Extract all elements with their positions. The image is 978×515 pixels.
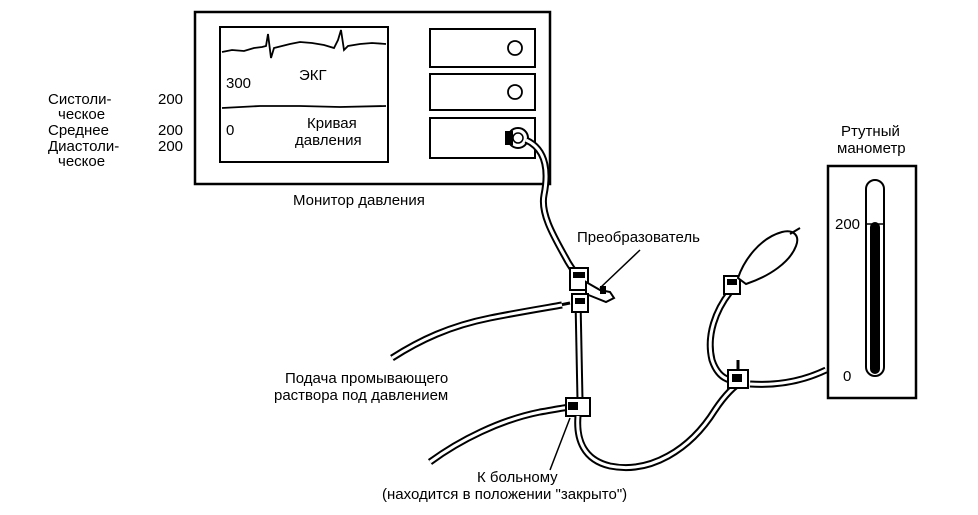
inflation-bulb-icon bbox=[736, 230, 799, 286]
ecg-label: ЭКГ bbox=[299, 67, 327, 84]
pressure-curve-label-line1: Кривая bbox=[307, 115, 357, 132]
screen-scale-top: 300 bbox=[226, 75, 251, 92]
ecg-trace bbox=[221, 29, 387, 59]
mercury-manometer: Ртутный манометр 200 0 bbox=[826, 123, 918, 400]
screen-divider bbox=[221, 105, 387, 109]
transducer-callout: Преобразователь bbox=[577, 229, 700, 246]
cable-connector-icon bbox=[505, 127, 529, 149]
diastolic-label-line1: Диастоли- bbox=[48, 138, 119, 155]
manometer-title-line1: Ртутный bbox=[841, 123, 900, 140]
module-1-knob-icon bbox=[507, 40, 523, 56]
manometer-scale-top: 200 bbox=[835, 216, 860, 233]
systolic-label-line1: Систоли- bbox=[48, 91, 112, 108]
flush-solution-line: Подача промывающего раствора под давлени… bbox=[274, 301, 563, 404]
systolic-value: 200 bbox=[158, 91, 183, 108]
pressure-curve-label-line2: давления bbox=[295, 132, 362, 149]
patient-line: К больному (находится в положении "закры… bbox=[382, 378, 744, 503]
module-2-knob-icon bbox=[507, 84, 523, 100]
pressure-readouts: Систоли- ческое 200 Среднее 200 Диастоли… bbox=[48, 91, 183, 170]
pressure-monitor: ЭКГ 300 0 Кривая давления Монитор давлен… bbox=[193, 10, 552, 209]
diastolic-value: 200 bbox=[158, 138, 183, 155]
monitor-caption: Монитор давления bbox=[293, 192, 425, 209]
manometer-scale-bottom: 0 bbox=[843, 368, 851, 385]
diastolic-label-line2: ческое bbox=[58, 153, 105, 170]
patient-callout-line1: К больному bbox=[477, 469, 558, 486]
transducer-assembly: Преобразователь bbox=[559, 229, 700, 401]
mean-value: 200 bbox=[158, 122, 183, 139]
patient-callout-line bbox=[549, 417, 571, 471]
manometer-title-line2: манометр bbox=[837, 140, 906, 157]
mercury-column bbox=[870, 222, 880, 374]
mean-label: Среднее bbox=[48, 122, 109, 139]
flush-callout-line2: раствора под давлением bbox=[274, 387, 448, 404]
screen-scale-bottom: 0 bbox=[226, 122, 234, 139]
flush-callout-line1: Подача промывающего bbox=[285, 370, 448, 387]
systolic-label-line2: ческое bbox=[58, 106, 105, 123]
bulb-assembly bbox=[706, 227, 828, 389]
patient-callout-line2: (находится в положении "закрыто") bbox=[382, 486, 627, 503]
transducer-callout-line bbox=[599, 249, 641, 289]
